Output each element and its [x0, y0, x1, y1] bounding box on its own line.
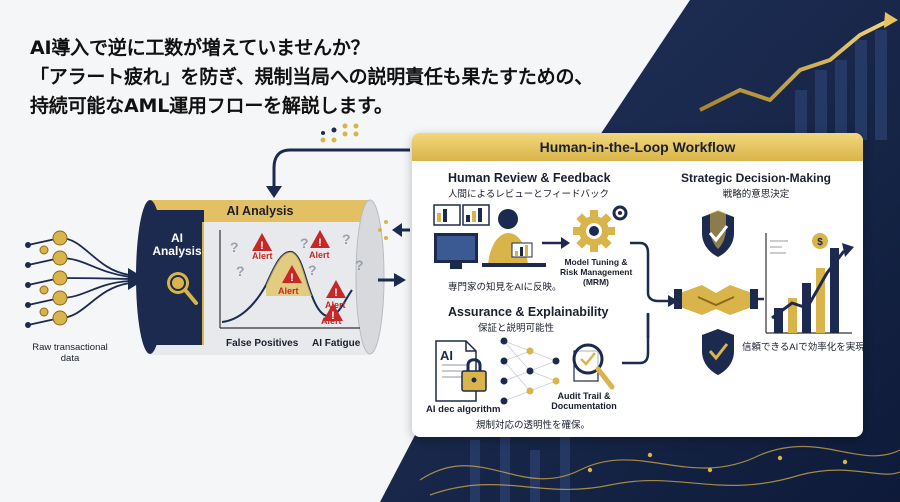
- strategic-title: Strategic Decision-Making: [680, 171, 832, 185]
- headline: AI導入で逆に工数が増えていませんか？ 「アラート疲れ」を防ぎ、規制当局への説明…: [30, 34, 593, 121]
- coin-icons: [39, 230, 68, 326]
- small-gear-icon: [612, 205, 628, 221]
- workflow-card: Human-in-the-Loop Workflow: [412, 133, 863, 437]
- svg-text:!: !: [334, 287, 338, 299]
- gear-icon: [573, 210, 615, 252]
- alert-label: Alert: [321, 316, 342, 326]
- svg-text:?: ?: [300, 235, 309, 251]
- human-reviewer-icon: [433, 204, 546, 269]
- lock-icon: [461, 358, 487, 392]
- brain-magnifier-icon: [167, 272, 198, 305]
- svg-text:?: ?: [230, 239, 239, 255]
- neural-network-icon: [503, 340, 557, 402]
- shield-check-icon-bottom: [702, 329, 734, 375]
- svg-text:?: ?: [355, 257, 364, 273]
- magnifier-icon: [572, 343, 615, 390]
- handshake-icon: [674, 285, 758, 315]
- alert-label: Alert: [278, 286, 299, 296]
- document-ai-label: AI: [440, 348, 453, 363]
- alert-warning-icons: [252, 230, 346, 321]
- growth-chart-icon: $: [765, 233, 854, 334]
- ai-fatigue-label: AI Fatigue: [312, 338, 361, 349]
- model-tuning-label: Model Tuning & Risk Management (MRM): [560, 257, 633, 287]
- svg-text:!: !: [290, 272, 294, 284]
- svg-text:!: !: [260, 240, 264, 252]
- headline-line-3: 持続可能なAML運用フローを解説します。: [30, 95, 393, 117]
- svg-text:?: ?: [308, 262, 317, 278]
- alert-label: Alert: [325, 300, 346, 310]
- workflow-title: Human-in-the-Loop Workflow: [412, 133, 863, 161]
- audit-trail-label: Audit Trail & Documentation: [551, 391, 617, 411]
- svg-text:?: ?: [342, 231, 351, 247]
- false-positives-label: False Positives: [226, 338, 299, 349]
- svg-text:?: ?: [236, 263, 245, 279]
- shield-check-icon-top: [702, 210, 734, 257]
- svg-text:!: !: [318, 237, 322, 249]
- ai-analysis-title: AI Analysis: [226, 204, 294, 218]
- strategic-subtitle: 戦略的意思決定: [722, 189, 790, 200]
- ai-algorithm-caption: AI dec algorithm: [426, 404, 501, 415]
- assurance-caption: 規制対応の透明性を確保。: [476, 420, 591, 431]
- question-mark-icons: ??????: [230, 231, 364, 279]
- headline-line-1: AI導入で逆に工数が増えていませんか？: [30, 37, 370, 59]
- human-review-title: Human Review & Feedback: [448, 171, 611, 185]
- workflow-illustrations: $: [433, 204, 854, 405]
- neural-nodes: [500, 337, 560, 405]
- headline-line-2: 「アラート疲れ」を防ぎ、規制当局への説明責任も果たすための、: [30, 66, 594, 88]
- alert-label: Alert: [309, 250, 330, 260]
- assurance-title: Assurance & Explainability: [448, 305, 609, 319]
- svg-text:!: !: [331, 310, 335, 322]
- strategic-caption: 信頼できるAIで効率化を実現。: [742, 342, 863, 353]
- human-review-subtitle: 人間によるレビューとフィードバック: [448, 189, 610, 200]
- ai-analysis-side-label: AI Analysis: [152, 231, 202, 258]
- svg-text:$: $: [817, 237, 823, 248]
- raw-data-label: Raw transactional data: [32, 342, 108, 364]
- assurance-subtitle: 保証と説明可能性: [478, 323, 555, 334]
- human-review-caption: 専門家の知見をAIに反映。: [448, 282, 562, 293]
- alert-label: Alert: [252, 251, 273, 261]
